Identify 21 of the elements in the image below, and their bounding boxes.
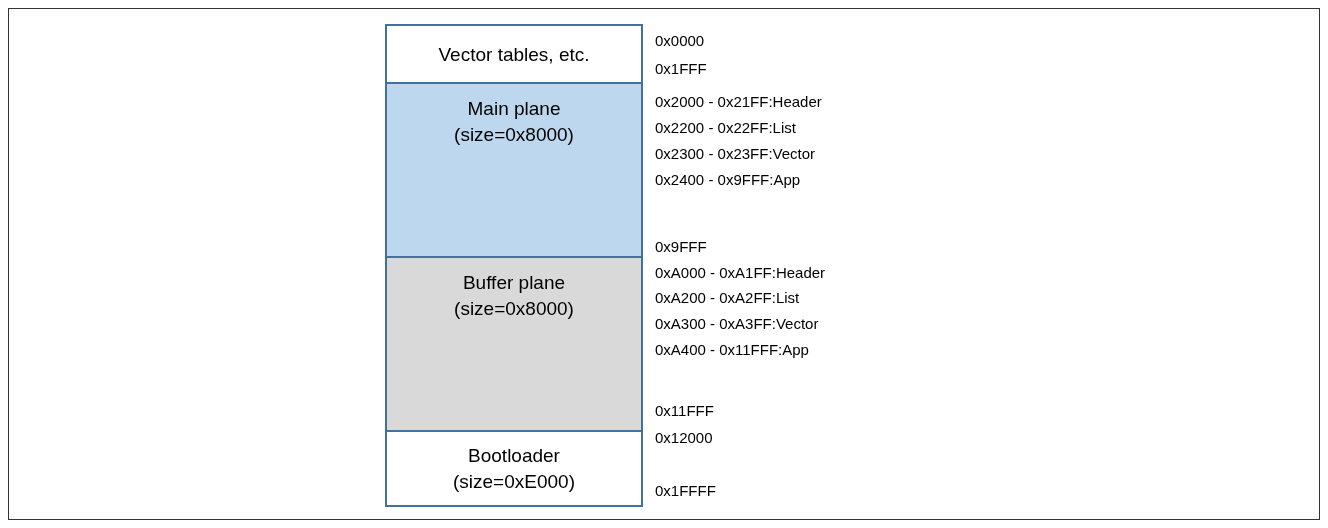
memory-region	[385, 82, 643, 258]
address-label: 0x0000	[655, 32, 705, 50]
address-label: 0x1FFF	[655, 60, 707, 78]
address-label: 0x2000 - 0x21FF:Header	[655, 93, 822, 111]
address-label: 0xA000 - 0xA1FF:Header	[655, 264, 826, 282]
address-label: 0x2200 - 0x22FF:List	[655, 119, 796, 137]
address-label: 0x12000	[655, 429, 713, 447]
address-label: 0x2300 - 0x23FF:Vector	[655, 145, 816, 163]
address-label: 0xA400 - 0x11FFF:App	[655, 341, 809, 359]
address-label: 0x2400 - 0x9FFF:App	[655, 171, 801, 189]
address-label: 0x1FFFF	[655, 482, 716, 500]
memory-region	[385, 256, 643, 432]
region-label: Bootloader (size=0xE000)	[452, 443, 576, 494]
region-label: Buffer plane (size=0x8000)	[453, 271, 575, 321]
address-label: 0x11FFF	[655, 402, 714, 420]
memory-region	[385, 430, 643, 507]
region-label: Main plane (size=0x8000)	[453, 97, 575, 147]
address-label: 0xA300 - 0xA3FF:Vector	[655, 315, 819, 333]
address-label: 0xA200 - 0xA2FF:List	[655, 289, 800, 307]
address-label: 0x9FFF	[655, 238, 707, 256]
region-label: Vector tables, etc.	[437, 43, 591, 67]
